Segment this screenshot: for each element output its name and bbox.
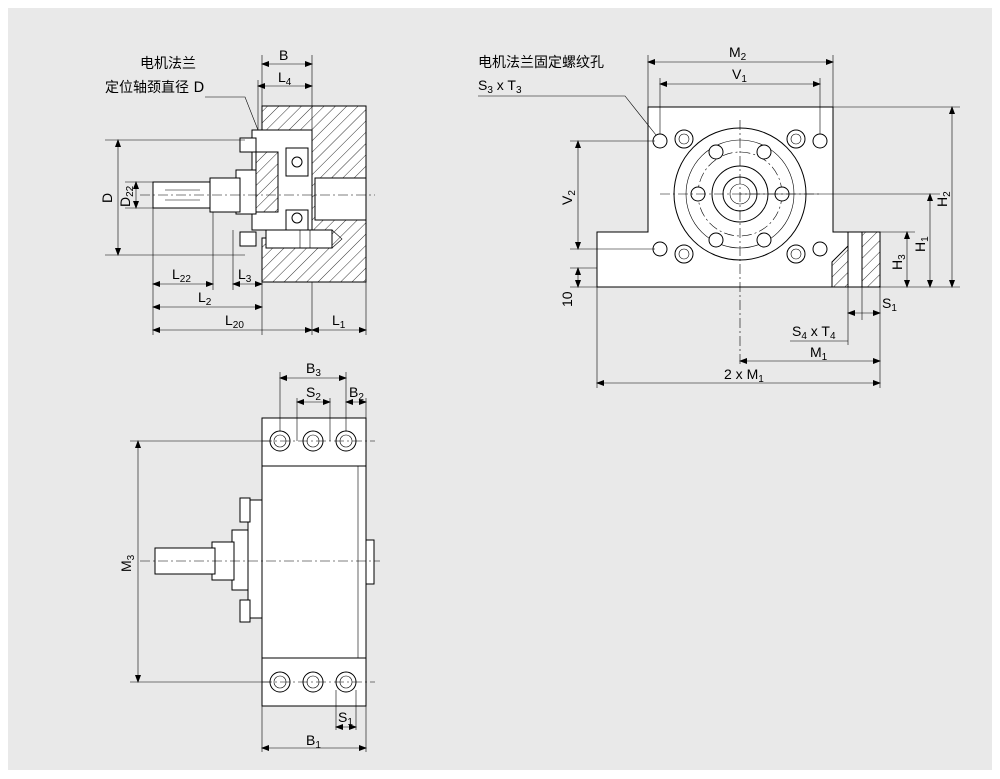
flange-section-hatch [255, 151, 279, 213]
base-slot [847, 231, 863, 288]
screw-hole-label: 电机法兰固定螺纹孔 [478, 55, 604, 71]
dim-S1: S1 [882, 295, 897, 314]
top-view [130, 372, 380, 752]
dim-S4xT4: S4 x T4 [792, 323, 836, 342]
screw-top-2 [239, 599, 251, 623]
dim-10: 10 [559, 291, 575, 307]
dim-S1-top: S1 [338, 709, 353, 728]
corner-holes [652, 129, 828, 264]
bearing-ball-top [291, 156, 303, 168]
dim-B: B [279, 47, 288, 63]
section-view [105, 55, 375, 335]
dim-M2: M2 [729, 44, 747, 63]
screw-head-bottom [239, 231, 257, 247]
flange-diameter-label: 定位轴颈直径 D [105, 79, 204, 96]
dim-L20: L20 [225, 312, 244, 331]
dim-L4: L4 [278, 69, 292, 88]
flange-title-label: 电机法兰 [140, 56, 196, 72]
dim-V2: V2 [559, 190, 578, 205]
rear-stub [365, 539, 375, 585]
dim-H1: H1 [912, 236, 931, 252]
dim-S3xT3: S3 x T3 [478, 77, 522, 96]
dim-D: D [99, 193, 115, 203]
dim-M1: M1 [810, 344, 828, 363]
dim-2xM1: 2 x M1 [724, 366, 764, 385]
dim-B3: B3 [306, 360, 321, 379]
dim-M3: M3 [118, 554, 137, 572]
dim-H2: H2 [934, 191, 953, 207]
screw-top-1 [239, 497, 251, 523]
housing-bore [314, 177, 367, 221]
dim-L1: L1 [332, 312, 346, 331]
dim-L2: L2 [198, 289, 212, 308]
bearing-ball-bottom [291, 212, 303, 224]
dim-L22: L22 [172, 266, 191, 285]
dim-V1: V1 [732, 66, 747, 85]
dim-B2: B2 [349, 384, 364, 403]
dim-D22: D22 [117, 185, 136, 207]
gearbox-body-top [261, 417, 367, 707]
dim-S2: S2 [306, 384, 321, 403]
dim-B1: B1 [306, 732, 321, 751]
screw-head-top [239, 137, 257, 153]
dim-L3: L3 [238, 266, 252, 285]
front-view [478, 55, 960, 388]
bolt [265, 229, 333, 249]
dim-H3: H3 [889, 254, 908, 270]
